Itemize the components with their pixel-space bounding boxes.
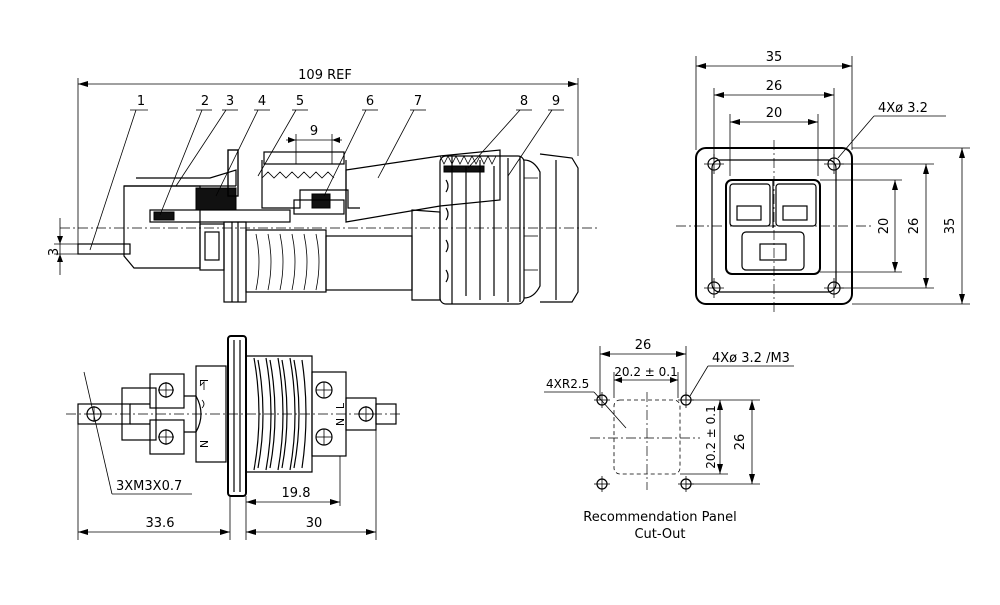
rear-housing bbox=[123, 149, 291, 269]
coupling-nut bbox=[345, 149, 501, 223]
cutout-height-tol: 20.2 ± 0.1 bbox=[704, 405, 718, 469]
contact-cavities bbox=[725, 179, 821, 275]
callout-3: 3 bbox=[226, 94, 234, 109]
callout-4: 4 bbox=[258, 94, 266, 109]
cutout-title-2: Cut-Out bbox=[634, 527, 685, 542]
side-dim-right: 30 bbox=[306, 516, 323, 531]
cutout-radius-note: 4XR2.5 bbox=[546, 377, 589, 391]
callout-2: 2 bbox=[201, 94, 209, 109]
end-hole-note: 4Xø 3.2 bbox=[878, 101, 928, 116]
dim-9: 9 bbox=[286, 124, 342, 164]
side-screw-note: 3XM3X0.7 bbox=[116, 479, 182, 494]
end-height-inner: 20 bbox=[877, 218, 892, 235]
dim-9-label: 9 bbox=[310, 124, 318, 139]
cutout-width: 26 bbox=[635, 338, 652, 353]
cutout-hole-note: 4Xø 3.2 /M3 bbox=[712, 351, 790, 366]
end-view: 35 26 20 bbox=[676, 50, 970, 312]
section-view: 109 REF 3 bbox=[47, 68, 598, 305]
flange bbox=[199, 221, 247, 303]
end-width-inner: 20 bbox=[766, 106, 783, 121]
panel-cutout: 26 20.2 ± 0.1 20.2 ± 0.1 bbox=[544, 338, 794, 542]
callouts: 1 2 3 4 5 6 7 8 9 bbox=[89, 94, 564, 251]
cutout-title-1: Recommendation Panel bbox=[583, 510, 736, 525]
end-height-mid: 26 bbox=[907, 218, 922, 235]
threaded-body bbox=[245, 151, 413, 293]
side-view: N L L N bbox=[66, 335, 400, 540]
side-label-n-right: N bbox=[334, 418, 347, 426]
side-label-n-left: N bbox=[197, 440, 210, 448]
cutout-width-tol: 20.2 ± 0.1 bbox=[614, 365, 678, 379]
pin: 3 bbox=[47, 218, 131, 275]
dim-overall-label: 109 REF bbox=[298, 68, 352, 83]
terminal-block-left: N L bbox=[121, 365, 227, 463]
side-label-l-left: L bbox=[197, 379, 210, 386]
front-grip bbox=[411, 153, 579, 305]
cutout-height: 26 bbox=[733, 434, 748, 451]
cutout-holes bbox=[594, 392, 694, 492]
callout-1: 1 bbox=[137, 94, 145, 109]
terminal-block-right: L N bbox=[311, 371, 397, 457]
side-dim-mid: 19.8 bbox=[282, 486, 311, 501]
side-flange bbox=[227, 335, 247, 497]
callout-9: 9 bbox=[552, 94, 560, 109]
side-dim-left: 33.6 bbox=[146, 516, 175, 531]
end-width-mid: 26 bbox=[766, 79, 783, 94]
callout-7: 7 bbox=[414, 94, 422, 109]
end-height-outer: 35 bbox=[943, 218, 958, 235]
callout-6: 6 bbox=[366, 94, 374, 109]
end-width-outer: 35 bbox=[766, 50, 783, 65]
dim-pin-offset: 3 bbox=[47, 248, 62, 256]
callout-5: 5 bbox=[296, 94, 304, 109]
side-label-l-right: L bbox=[334, 402, 347, 409]
callout-8: 8 bbox=[520, 94, 528, 109]
dim-overall: 109 REF bbox=[77, 68, 579, 246]
